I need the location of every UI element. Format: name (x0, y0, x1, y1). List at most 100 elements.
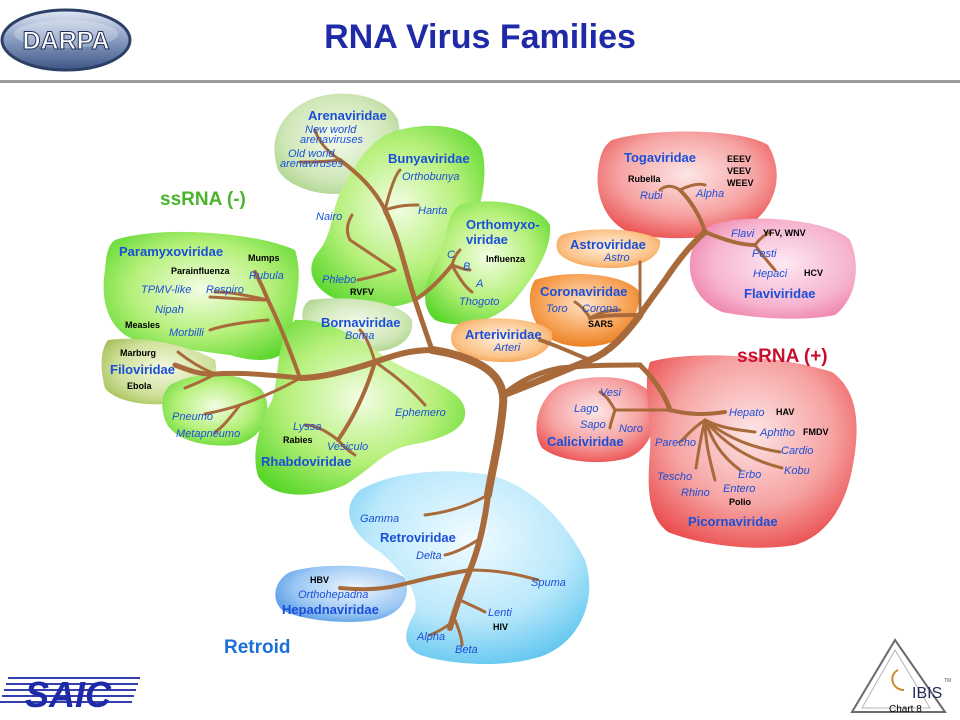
genus-erbo: Erbo (738, 469, 761, 481)
disease-mumps: Mumps (248, 253, 280, 263)
genus-borna: Borna (345, 330, 374, 342)
disease-rubella: Rubella (628, 174, 662, 184)
genus-b: B (463, 261, 470, 273)
genus-entero: Entero (723, 483, 755, 495)
saic-logo-text: SAIC (25, 674, 112, 715)
disease-hiv: HIV (493, 622, 508, 632)
disease-hcv: HCV (804, 268, 823, 278)
genus-new-world-2: arenaviruses (300, 134, 363, 146)
family-orthomyxoviridae-2: viridae (466, 232, 508, 247)
disease-marburg: Marburg (120, 348, 156, 358)
ibis-logo: IBIS TM (850, 638, 951, 713)
disease-polio: Polio (729, 497, 752, 507)
genus-pneumo: Pneumo (172, 411, 213, 423)
family-bunyaviridae: Bunyaviridae (388, 151, 470, 166)
disease-influenza: Influenza (486, 254, 526, 264)
disease-yfv-wnv: YFV, WNV (763, 228, 806, 238)
darpa-logo-text: DARPA (22, 27, 109, 55)
genus-sapo: Sapo (580, 419, 606, 431)
genus-old-world-2: arenaviruses (280, 158, 343, 170)
branch-trunk (428, 346, 508, 499)
genus-a: A (475, 278, 483, 290)
slide-title: RNA Virus Families (324, 18, 636, 56)
genus-old-world: Old world (288, 148, 335, 160)
genus-hepaci: Hepaci (753, 268, 788, 280)
disease-ebola: Ebola (127, 381, 152, 391)
group-label-ssrna-neg: ssRNA (-) (160, 189, 246, 210)
disease-fmdv: FMDV (803, 427, 829, 437)
blob-rhabdoviridae (255, 319, 466, 495)
ibis-logo-text: IBIS (912, 685, 942, 702)
genus-vesi: Vesi (600, 387, 622, 399)
genus-tescho: Tescho (657, 471, 692, 483)
genus-nairo: Nairo (316, 211, 342, 223)
disease-weev: WEEV (727, 178, 754, 188)
genus-spuma: Spuma (531, 577, 566, 589)
genus-lago: Lago (574, 403, 598, 415)
disease-hav: HAV (776, 407, 794, 417)
family-hepadnaviridae: Hepadnaviridae (282, 602, 379, 617)
genus-noro: Noro (619, 423, 643, 435)
genus-phlebo: Phlebo (322, 274, 356, 286)
disease-rvfv: RVFV (350, 287, 374, 297)
blob-astroviridae (556, 229, 661, 268)
genus-ephemero: Ephemero (395, 407, 446, 419)
genus-thogoto: Thogoto (459, 296, 499, 308)
family-caliciviridae: Caliciviridae (547, 434, 624, 449)
family-astroviridae: Astroviridae (570, 237, 646, 252)
genus-astro: Astro (603, 252, 630, 264)
title-divider (0, 80, 960, 83)
genus-aphtho: Aphtho (759, 427, 795, 439)
family-picornaviridae: Picornaviridae (688, 514, 778, 529)
genus-flavi: Flavi (731, 228, 755, 240)
genus-morbilli: Morbilli (169, 327, 204, 339)
genus-delta: Delta (416, 550, 442, 562)
family-paramyxoviridae: Paramyxoviridae (119, 244, 223, 259)
blob-togaviridae (597, 131, 777, 239)
blob-caliciviridae (536, 377, 655, 463)
family-retroviridae: Retroviridae (380, 530, 456, 545)
genus-hanta: Hanta (418, 205, 447, 217)
genus-arteri: Arteri (493, 342, 521, 354)
blob-pneumo (162, 374, 268, 446)
family-filoviridae: Filoviridae (110, 362, 175, 377)
genus-orthobunya: Orthobunya (402, 171, 459, 183)
genus-beta: Beta (455, 644, 478, 656)
genus-metapneumo: Metapneumo (176, 428, 240, 440)
genus-alpha-retro: Alpha (416, 631, 445, 643)
family-arenaviridae: Arenaviridae (308, 108, 387, 123)
blob-arteriviridae (451, 318, 553, 363)
genus-parecho: Parecho (655, 437, 696, 449)
family-bornaviridae: Bornaviridae (321, 315, 400, 330)
genus-new-world: New world (305, 124, 357, 136)
disease-rabies: Rabies (283, 435, 313, 445)
tree-branches (172, 128, 784, 647)
genus-orthohepadna: Orthohepadna (298, 589, 368, 601)
genus-toro: Toro (546, 303, 568, 315)
blob-orthomyxoviridae (425, 201, 551, 325)
group-label-retroid: Retroid (224, 637, 291, 658)
genus-vesiculo: Vesiculo (327, 441, 368, 453)
saic-logo: SAIC (0, 674, 140, 715)
genus-gamma: Gamma (360, 513, 399, 525)
genus-corona: Corona (582, 303, 618, 315)
genus-tpmv-like: TPMV-like (141, 284, 191, 296)
genus-rhino: Rhino (681, 487, 710, 499)
family-coronaviridae: Coronaviridae (540, 284, 627, 299)
genus-pesti: Pesti (752, 248, 777, 260)
genus-alpha-toga: Alpha (695, 188, 724, 200)
disease-measles: Measles (125, 320, 160, 330)
genus-rubi: Rubi (640, 190, 663, 202)
family-arteriviridae: Arteriviridae (465, 327, 542, 342)
family-togaviridae: Togaviridae (624, 150, 696, 165)
blob-hepadnaviridae (275, 565, 407, 622)
family-flaviviridae: Flaviviridae (744, 286, 816, 301)
genus-lenti: Lenti (488, 607, 512, 619)
genus-respiro: Respiro (206, 284, 244, 296)
disease-eeev: EEEV (727, 154, 751, 164)
genus-cardio: Cardio (781, 445, 813, 457)
genus-rubula: Rubula (249, 270, 284, 282)
ibis-bird-icon (891, 669, 905, 691)
family-orthomyxoviridae-1: Orthomyxo- (466, 217, 540, 232)
genus-lyssa: Lyssa (293, 421, 322, 433)
